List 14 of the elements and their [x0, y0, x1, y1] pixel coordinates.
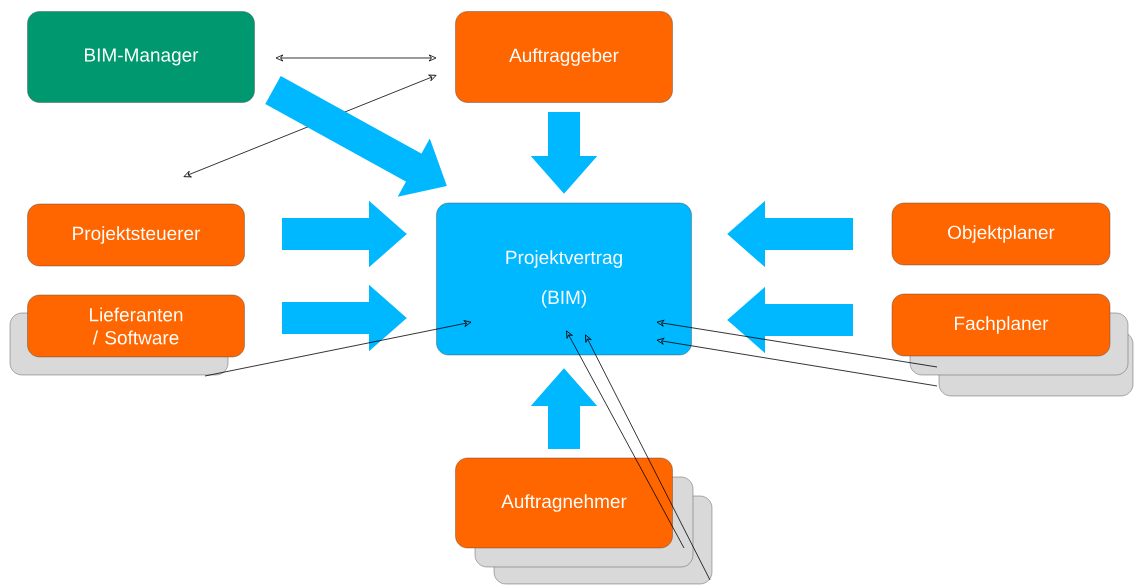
arrow	[585, 334, 711, 581]
arrow	[656, 337, 938, 387]
role-box: BIM-Manager	[27, 11, 255, 103]
role-box: Lieferanten / Software	[27, 294, 245, 358]
arrow	[566, 330, 685, 549]
role-box: Auftraggeber	[455, 11, 673, 103]
arrow	[656, 319, 938, 368]
contract-box: Projektvertrag (BIM)	[436, 202, 692, 356]
arrow	[275, 54, 437, 62]
role-box: Projektsteuerer	[27, 203, 245, 267]
role-box: Objektplaner	[891, 202, 1111, 266]
role-box: Fachplaner	[891, 293, 1111, 357]
arrow	[204, 320, 472, 377]
role-box: Auftragnehmer	[455, 457, 673, 549]
